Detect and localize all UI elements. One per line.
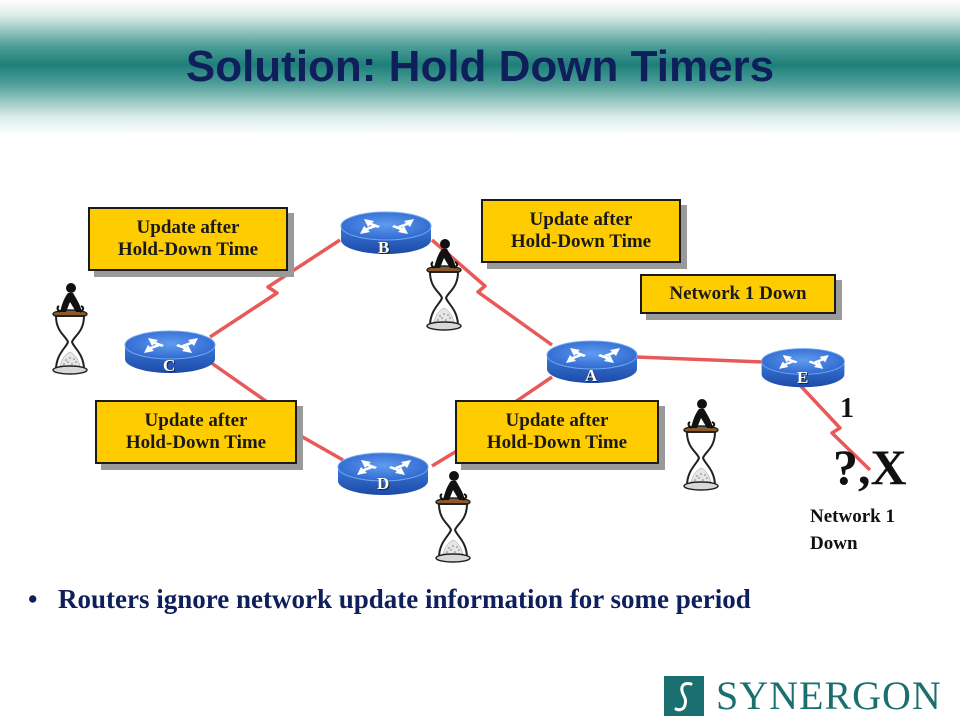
update-label-a-line2: Hold-Down Time	[486, 432, 628, 453]
link-b-a	[430, 238, 554, 347]
network-down-caption: Network 1 Down	[810, 503, 930, 557]
network-down-caption-line1: Network 1	[810, 506, 895, 527]
synergon-logo: SYNERGON	[664, 676, 954, 716]
hourglass-timer-icon-c	[52, 282, 88, 375]
update-label-a: Update after Hold-Down Time	[455, 400, 659, 464]
router-label-b: B	[378, 238, 390, 257]
link-c-b	[209, 238, 341, 339]
network-number: 1	[840, 393, 854, 424]
logo-text: SYNERGON	[716, 673, 942, 718]
update-label-d-line1: Update after	[144, 410, 248, 431]
hourglass-timer-icon-b	[426, 238, 462, 331]
link-a-e	[635, 355, 765, 364]
logo-s-glyph-icon	[674, 682, 693, 712]
bullet-marker: •	[28, 584, 38, 614]
update-label-a-line1: Update after	[505, 410, 609, 431]
update-label-b-line2: Hold-Down Time	[510, 231, 652, 252]
network-down-label-text: Network 1 Down	[669, 283, 807, 304]
router-label-d: D	[377, 474, 390, 493]
network-down-caption-line2: Down	[810, 533, 858, 554]
update-label-c-line1: Update after	[136, 217, 240, 238]
update-label-b: Update after Hold-Down Time	[481, 199, 681, 263]
page-title: Solution: Hold Down Timers	[185, 42, 775, 91]
update-label-c-line2: Hold-Down Time	[117, 239, 259, 260]
update-label-d: Update after Hold-Down Time	[95, 400, 297, 464]
network-failed-mark: ?,X	[833, 439, 907, 495]
bullet-text: Routers ignore network update informatio…	[58, 584, 751, 614]
link-e-network1	[795, 380, 872, 472]
router-label-a: A	[585, 366, 598, 385]
logo-mark	[664, 676, 704, 716]
update-label-d-line2: Hold-Down Time	[125, 432, 267, 453]
update-label-c: Update after Hold-Down Time	[88, 207, 288, 271]
router-label-e: E	[797, 368, 809, 387]
hourglass-timer-icon-d	[435, 470, 471, 563]
router-label-c: C	[163, 356, 176, 375]
hourglass-timer-icon-a	[683, 398, 719, 491]
network-down-label: Network 1 Down	[640, 274, 836, 314]
title-band	[0, 0, 960, 135]
update-label-b-line1: Update after	[529, 209, 633, 230]
